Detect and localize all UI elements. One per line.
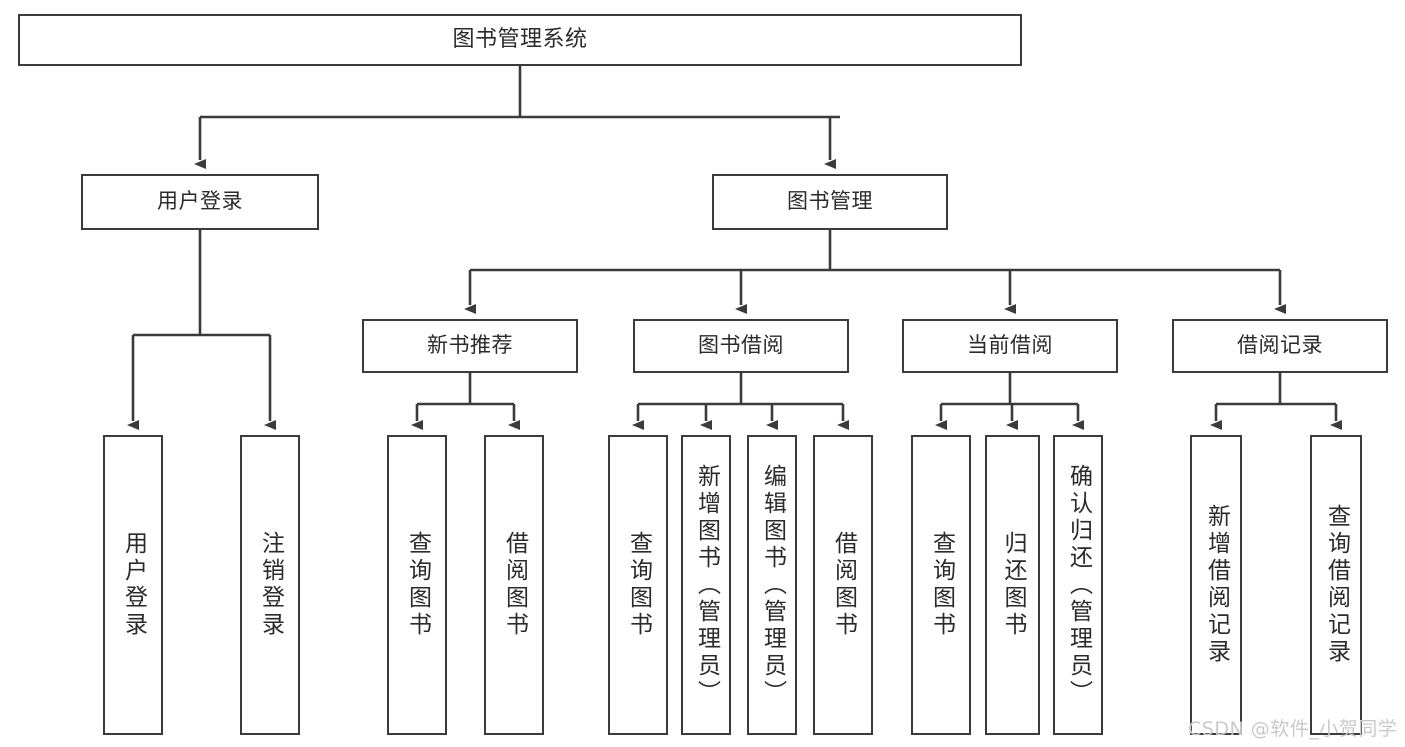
node-leaf-query-book-2-label: 查询图书 bbox=[625, 531, 652, 639]
node-current-borrow[interactable]: 当前借阅 bbox=[902, 319, 1118, 373]
node-book-manage-label: 图书管理 bbox=[787, 189, 873, 214]
node-leaf-add-book-label: 新增图书（管理员） bbox=[693, 463, 720, 707]
node-leaf-query-book-1[interactable]: 查询图书 bbox=[387, 435, 447, 735]
node-leaf-logout[interactable]: 注销登录 bbox=[240, 435, 300, 735]
node-leaf-query-record-label: 查询借阅记录 bbox=[1323, 504, 1350, 666]
node-root-label: 图书管理系统 bbox=[452, 26, 588, 52]
node-borrow-record-label: 借阅记录 bbox=[1237, 333, 1323, 358]
node-leaf-add-record-label: 新增借阅记录 bbox=[1203, 504, 1230, 666]
node-leaf-query-book-3-label: 查询图书 bbox=[928, 531, 955, 639]
node-new-book-rec-label: 新书推荐 bbox=[427, 333, 513, 358]
node-leaf-edit-book-label: 编辑图书（管理员） bbox=[759, 463, 786, 707]
node-book-borrow[interactable]: 图书借阅 bbox=[633, 319, 849, 373]
node-leaf-query-book-3[interactable]: 查询图书 bbox=[911, 435, 971, 735]
node-leaf-return-book[interactable]: 归还图书 bbox=[985, 435, 1040, 735]
node-leaf-add-record[interactable]: 新增借阅记录 bbox=[1190, 435, 1242, 735]
node-book-borrow-label: 图书借阅 bbox=[698, 333, 784, 358]
node-leaf-borrow-book-1-label: 借阅图书 bbox=[501, 531, 528, 639]
node-leaf-query-record[interactable]: 查询借阅记录 bbox=[1310, 435, 1362, 735]
node-leaf-add-book[interactable]: 新增图书（管理员） bbox=[681, 435, 731, 735]
node-leaf-borrow-book-2-label: 借阅图书 bbox=[830, 531, 857, 639]
node-user-login-label: 用户登录 bbox=[157, 189, 243, 214]
node-leaf-borrow-book-1[interactable]: 借阅图书 bbox=[484, 435, 544, 735]
csdn-watermark: CSDN @软件_小贺同学 bbox=[1188, 718, 1398, 740]
node-leaf-user-login-label: 用户登录 bbox=[120, 531, 147, 639]
node-new-book-rec[interactable]: 新书推荐 bbox=[362, 319, 578, 373]
node-leaf-query-book-1-label: 查询图书 bbox=[404, 531, 431, 639]
node-leaf-return-book-label: 归还图书 bbox=[1000, 531, 1026, 639]
node-current-borrow-label: 当前借阅 bbox=[967, 333, 1053, 358]
node-book-manage[interactable]: 图书管理 bbox=[712, 174, 948, 230]
node-leaf-confirm-return[interactable]: 确认归还（管理员） bbox=[1053, 435, 1103, 735]
node-leaf-logout-label: 注销登录 bbox=[257, 531, 284, 639]
node-borrow-record[interactable]: 借阅记录 bbox=[1172, 319, 1388, 373]
node-root[interactable]: 图书管理系统 bbox=[18, 14, 1022, 66]
node-user-login[interactable]: 用户登录 bbox=[81, 174, 319, 230]
node-leaf-confirm-return-label: 确认归还（管理员） bbox=[1065, 463, 1092, 707]
node-leaf-query-book-2[interactable]: 查询图书 bbox=[608, 435, 668, 735]
node-leaf-user-login[interactable]: 用户登录 bbox=[103, 435, 163, 735]
node-leaf-edit-book[interactable]: 编辑图书（管理员） bbox=[747, 435, 797, 735]
node-leaf-borrow-book-2[interactable]: 借阅图书 bbox=[813, 435, 873, 735]
